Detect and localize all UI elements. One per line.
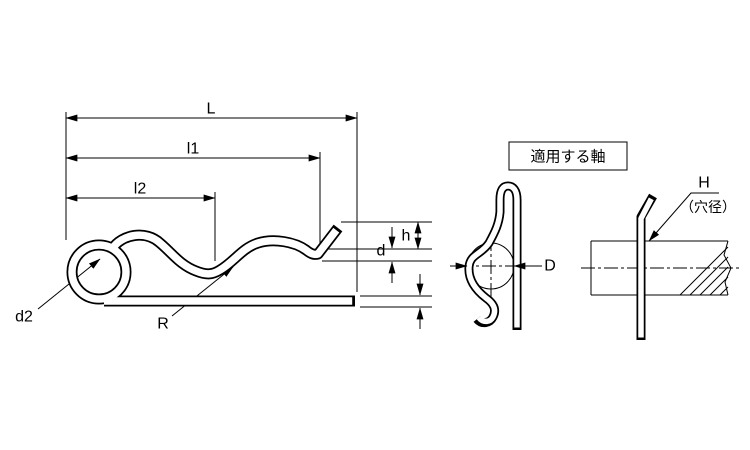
- shaft-label-text: 適用する軸: [530, 148, 605, 166]
- side-view: L l1 l2 d h d2 R: [15, 101, 432, 333]
- dim-label-d2: d2: [15, 309, 33, 326]
- dim-label-L: L: [207, 101, 216, 118]
- H-leader-line: [648, 192, 719, 242]
- dim-label-d: d: [377, 243, 386, 260]
- extension-lines: [65, 112, 432, 308]
- dim-label-l2: l2: [134, 181, 147, 198]
- section-hatching: [679, 246, 729, 296]
- dim-label-D: D: [544, 258, 556, 275]
- shaft-label-box: [508, 141, 628, 171]
- r-pin-inserted: [636, 193, 657, 340]
- front-view: D: [450, 181, 556, 330]
- r-pin-side-profile: [66, 224, 355, 307]
- dim-label-R: R: [157, 316, 169, 333]
- hole-diameter-note: （穴径）: [680, 199, 736, 215]
- dim-label-H: H: [698, 175, 710, 192]
- shaft-body: [590, 240, 732, 296]
- shaft-view: H （穴径） 適用する軸: [508, 141, 742, 340]
- r-pin-front-profile: [464, 181, 522, 330]
- dim-label-h: h: [402, 228, 411, 245]
- r-leader-line: [171, 266, 234, 317]
- dim-label-l1: l1: [187, 141, 200, 158]
